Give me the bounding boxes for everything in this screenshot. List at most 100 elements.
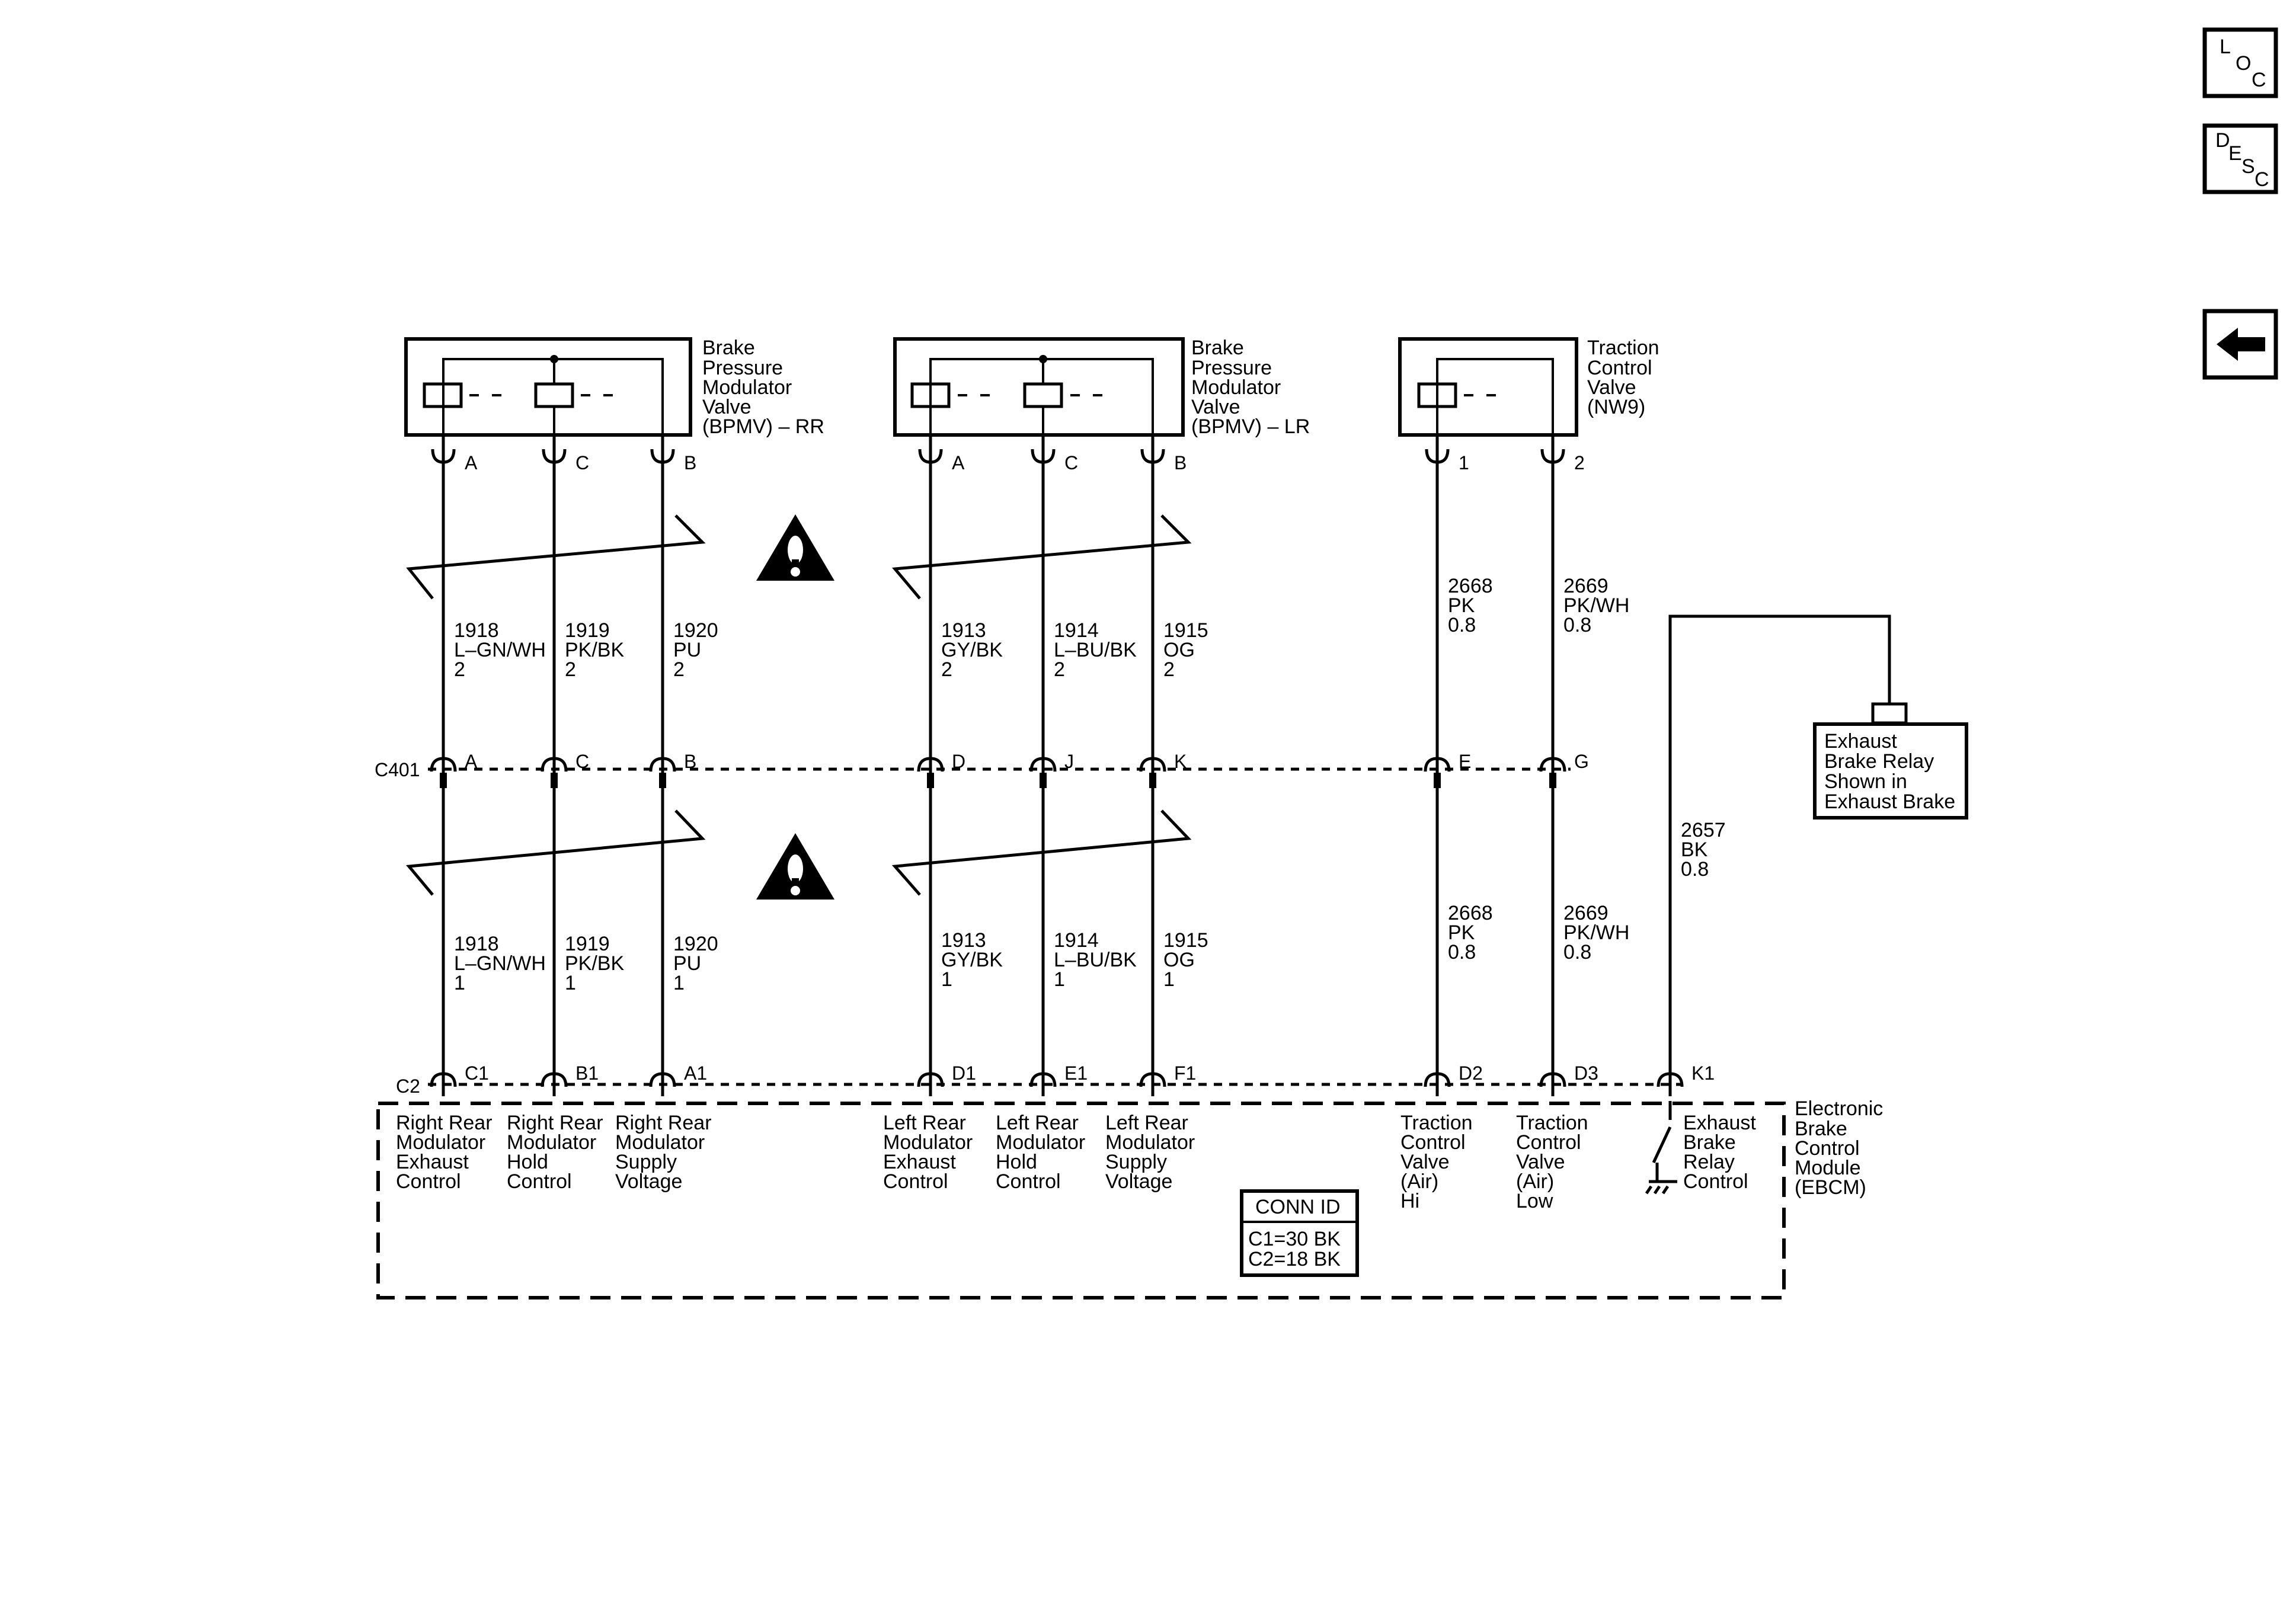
wire-label: PK	[1448, 594, 1475, 617]
function-label: Supply	[615, 1151, 677, 1173]
c401-terminal-pin	[1149, 773, 1156, 788]
c401-pin-label: A	[465, 751, 478, 772]
ebcm-pin-label: C1	[465, 1062, 489, 1084]
wire-label: 2	[454, 658, 465, 681]
wire-label: 1919	[565, 933, 610, 955]
ebcm-pin-label: B1	[575, 1062, 599, 1084]
wire-label: GY/BK	[941, 639, 1003, 661]
wire-label: PU	[673, 952, 701, 975]
wire-label: 1914	[1054, 619, 1099, 642]
wire-label: 1	[673, 972, 685, 994]
wire-label: 1	[454, 972, 465, 994]
c401-pin-label: K	[1174, 751, 1187, 772]
c401-terminal-pin	[440, 773, 447, 788]
terminal-pin-label: 1	[1459, 452, 1469, 473]
loc-letter-2: O	[2236, 52, 2251, 75]
wire-label: 1	[1163, 968, 1175, 991]
terminal	[542, 449, 567, 464]
wire-label: 2	[941, 658, 952, 681]
c401-terminal	[917, 757, 944, 772]
bpmv-lr-label-4: Valve	[1191, 396, 1240, 418]
wire-label: 0.8	[1681, 858, 1709, 881]
desc-button[interactable]: D E S C	[2202, 123, 2278, 194]
traction-valve-label-4: (NW9)	[1587, 396, 1645, 418]
wire-label: 0.8	[1448, 614, 1476, 636]
ebcm-terminal	[430, 1072, 457, 1087]
terminal	[1540, 449, 1565, 464]
c401-terminal-pin	[1434, 773, 1441, 788]
function-label: Control	[1400, 1131, 1466, 1154]
function-label: Modulator	[396, 1131, 485, 1154]
terminal-pin-label: C	[575, 452, 589, 473]
function-label: Hold	[507, 1151, 548, 1173]
c401-terminal	[649, 757, 676, 772]
wire-label: PK/BK	[565, 639, 624, 661]
ebcm-terminal	[1424, 1072, 1451, 1087]
desc-letter-3: S	[2241, 155, 2255, 178]
bpmv-lr-component: Brake Pressure Modulator Valve (BPMV) – …	[893, 337, 1310, 438]
loc-letter-3: C	[2252, 69, 2266, 91]
bpmv-lr-label-1: Brake	[1191, 337, 1244, 359]
desc-letter-1: D	[2215, 129, 2230, 152]
ebcm-terminal	[541, 1072, 568, 1087]
c401-pin-label: B	[684, 751, 696, 772]
back-arrow-icon	[2217, 328, 2265, 361]
function-label: Modulator	[507, 1131, 596, 1154]
wire-label: 0.8	[1563, 614, 1591, 636]
function-label: Hold	[996, 1151, 1037, 1173]
exhaust-relay-label-3: Shown in	[1824, 770, 1907, 793]
terminal	[650, 449, 675, 464]
c401-terminal	[541, 757, 568, 772]
function-label: Control	[1683, 1170, 1748, 1193]
wire-label: 1914	[1054, 929, 1099, 952]
bpmv-lr-label-3: Modulator	[1191, 376, 1281, 399]
wire-label: 2657	[1681, 819, 1726, 841]
wire-label: 1918	[454, 619, 499, 642]
bpmv-lr-label-5: (BPMV) – LR	[1191, 415, 1310, 438]
function-label: Control	[996, 1170, 1061, 1193]
function-label: Modulator	[883, 1131, 973, 1154]
wire-label: 1	[565, 972, 576, 994]
ebcm-pin-label: E1	[1064, 1062, 1088, 1084]
exhaust-relay-label-4: Exhaust Brake	[1824, 790, 1955, 813]
wire-label: 2	[1054, 658, 1065, 681]
ebcm-terminal	[1139, 1072, 1166, 1087]
wire-label: 2	[565, 658, 576, 681]
warning-icon	[756, 833, 834, 900]
c401-terminal	[1139, 757, 1166, 772]
c401-terminal-pin	[551, 773, 558, 788]
terminal-pin-label: B	[684, 452, 696, 473]
function-label: Left Rear	[883, 1112, 966, 1134]
wire-label: 1919	[565, 619, 610, 642]
ebcm-label-4: Module	[1795, 1157, 1861, 1179]
function-label: Left Rear	[996, 1112, 1079, 1134]
wire-label: 2	[1163, 658, 1175, 681]
wire-label: 1920	[673, 619, 718, 642]
traction-valve-label-2: Control	[1587, 357, 1652, 379]
function-label: Low	[1516, 1190, 1553, 1212]
wire-label: 2668	[1448, 902, 1493, 924]
ebcm-terminal	[917, 1072, 944, 1087]
function-label: Exhaust	[1683, 1112, 1756, 1134]
function-label: Modulator	[1105, 1131, 1195, 1154]
traction-valve-component: Traction Control Valve (NW9)	[1398, 337, 1659, 437]
back-button[interactable]	[2202, 309, 2278, 380]
function-label: Right Rear	[615, 1112, 712, 1134]
ebcm-label-1: Electronic	[1795, 1097, 1883, 1120]
terminal	[1140, 449, 1165, 464]
wire-label: PK/WH	[1563, 921, 1629, 944]
function-label: Supply	[1105, 1151, 1167, 1173]
function-label: Voltage	[615, 1170, 682, 1193]
terminal-pin-label: A	[952, 452, 965, 473]
c401-terminal-pin	[927, 773, 934, 788]
ebcm-label: Electronic Brake Control Module (EBCM)	[1795, 1097, 1883, 1199]
wire-label: 0.8	[1563, 941, 1591, 964]
ebcm-label-3: Control	[1795, 1137, 1860, 1160]
loc-button[interactable]: L O C	[2202, 27, 2278, 98]
ebcm-label-5: (EBCM)	[1795, 1176, 1866, 1199]
terminal-pin-label: B	[1174, 452, 1187, 473]
wire-label: BK	[1681, 838, 1708, 861]
wire-label: 2	[673, 658, 685, 681]
